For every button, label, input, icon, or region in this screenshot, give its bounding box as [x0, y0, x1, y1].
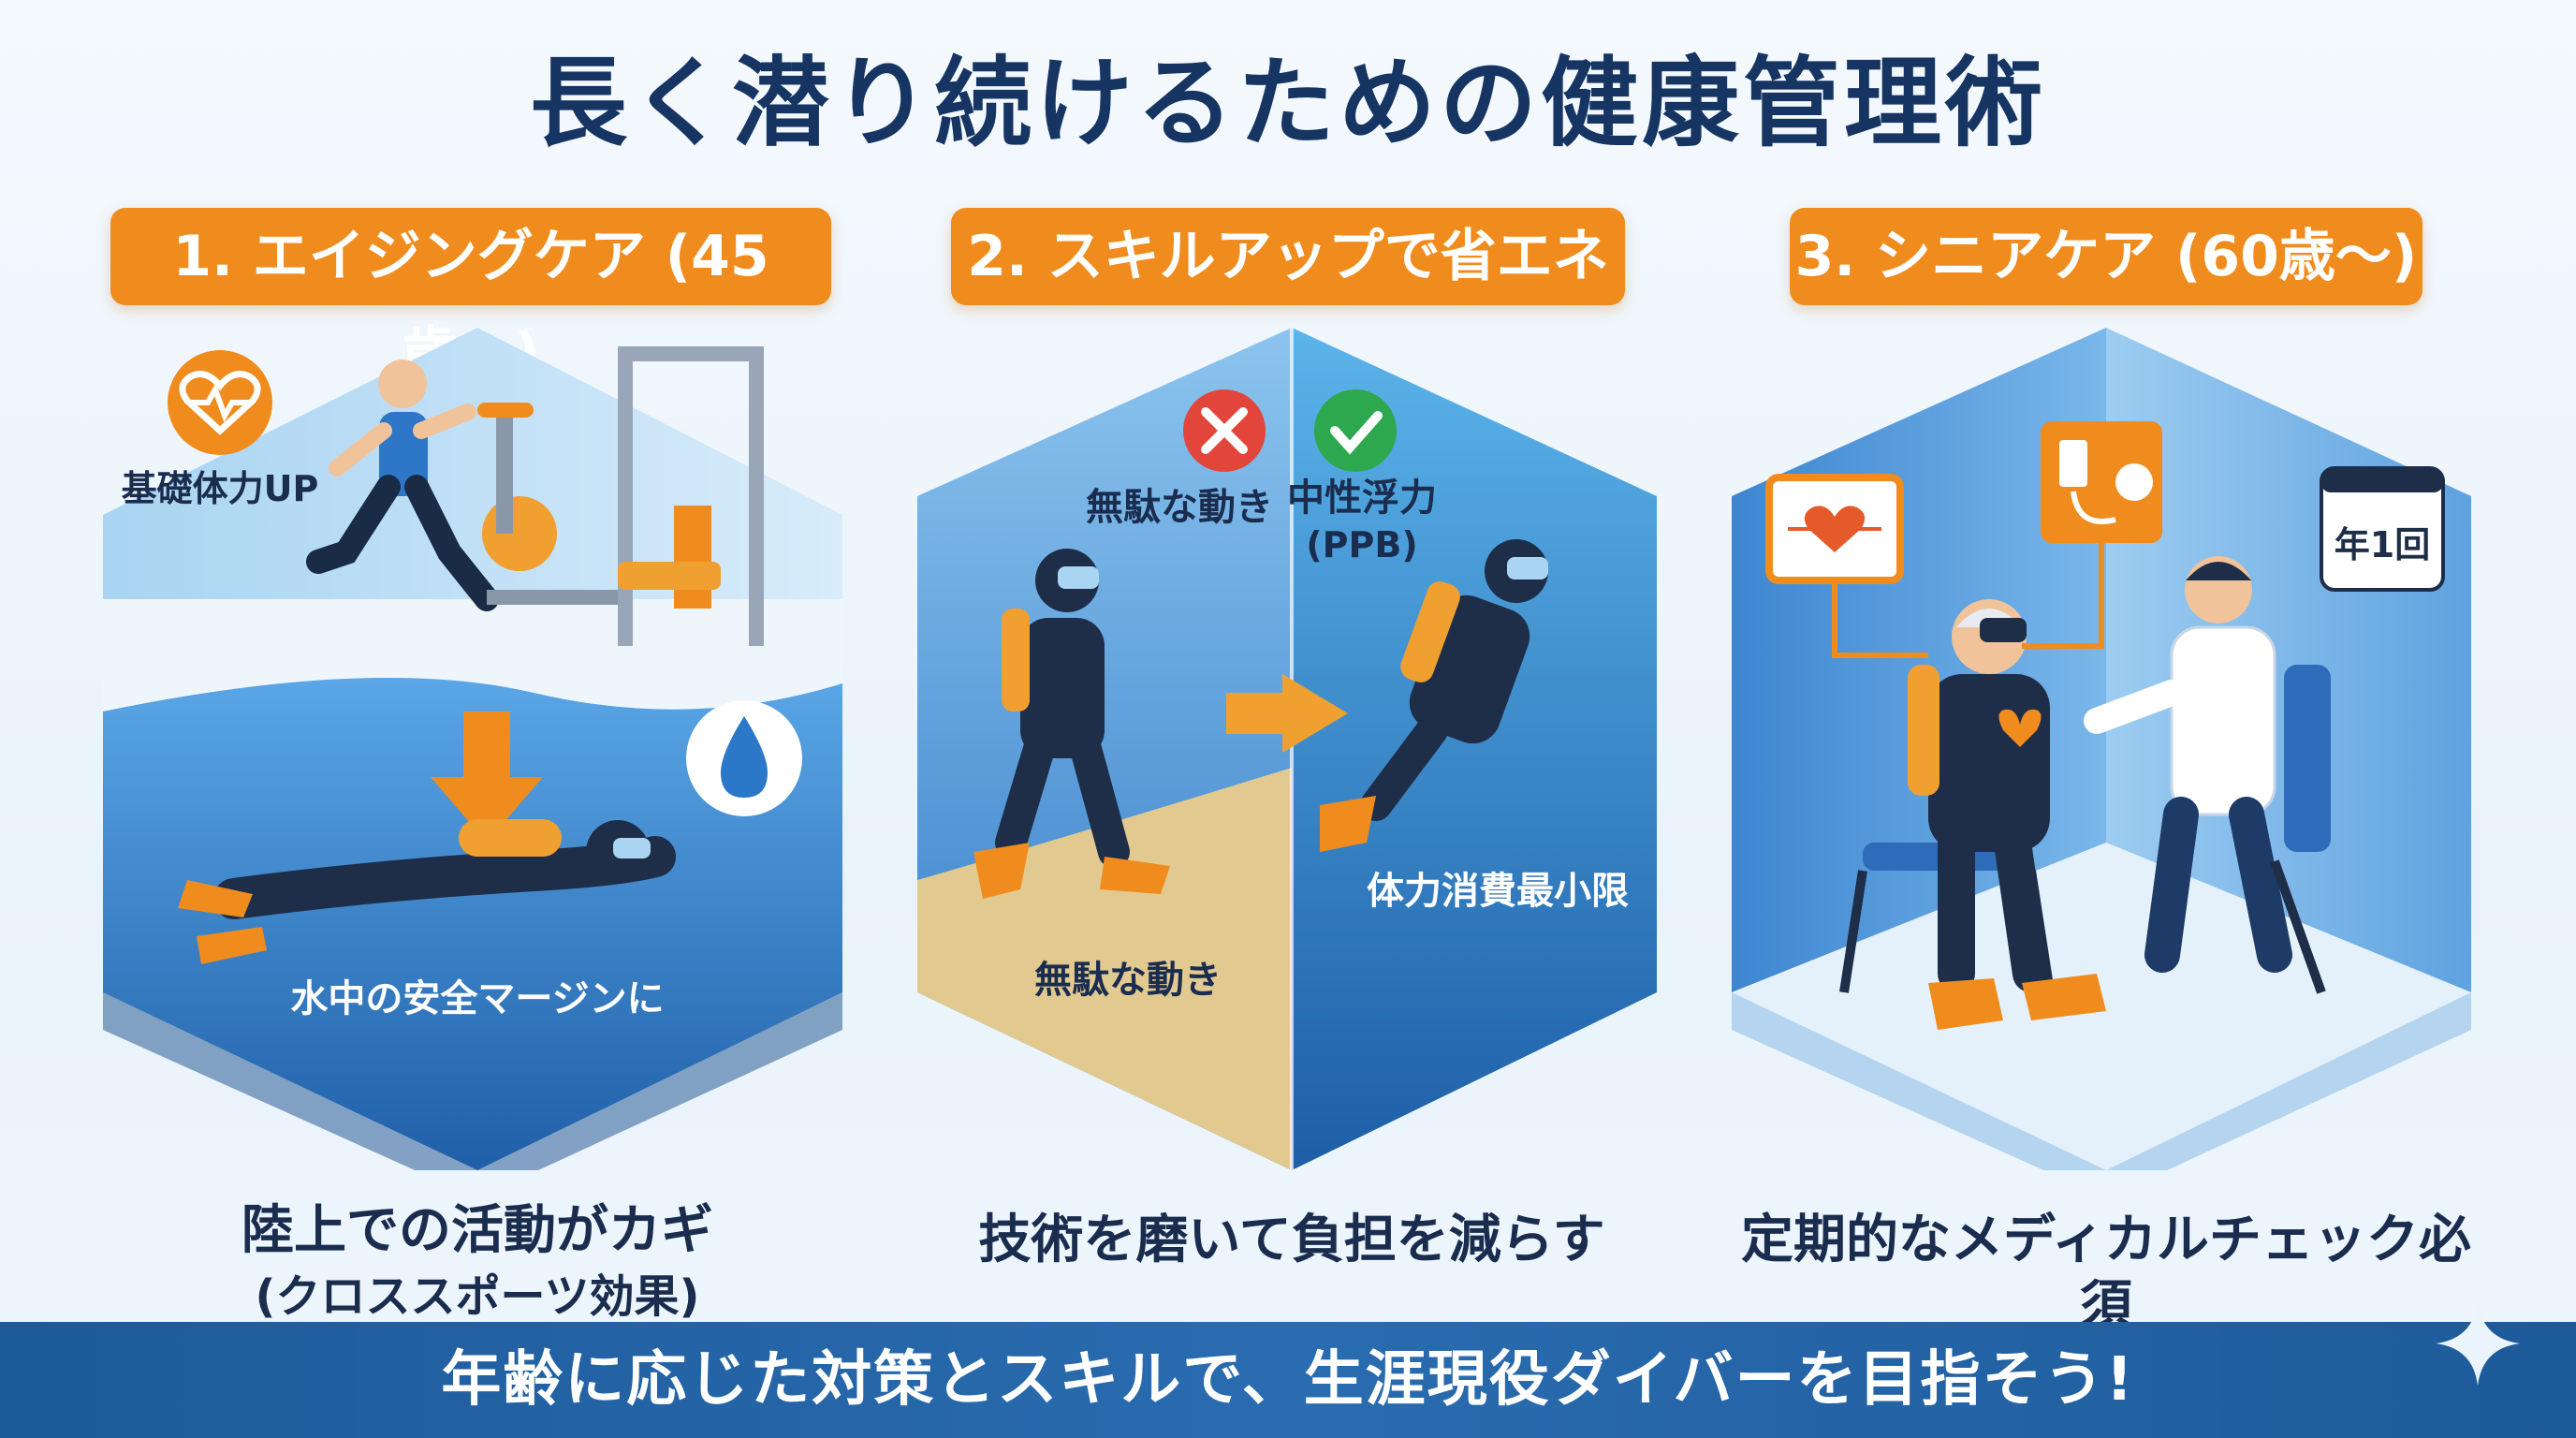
- label-wasteful-bottom: 無駄な動き: [1034, 959, 1222, 1002]
- label-min-energy: 体力消費最小限: [1367, 870, 1629, 913]
- label-once-a-year: 年1回: [2334, 524, 2430, 565]
- label-neutral-buoyancy: 中性浮力: [1287, 477, 1437, 520]
- caption-aging-sub: (クロススポーツ効果): [255, 1270, 700, 1323]
- weight-machine: [618, 346, 764, 646]
- diver-neutral: [1320, 539, 1548, 852]
- exercise-bike: [477, 403, 618, 605]
- label-ppb: (PPB): [1306, 524, 1417, 565]
- label-wasteful-top: 無駄な動き: [1086, 486, 1273, 529]
- runner: [306, 360, 499, 611]
- section-header-aging: 1. エイジングケア (45歳〜): [110, 208, 831, 387]
- diver-struggling: [973, 549, 1170, 899]
- caption-skill: 技術を磨いて負担を減らす: [978, 1210, 1605, 1270]
- section-header-skill: 2. スキルアップで省エネ: [951, 208, 1625, 305]
- blood-pressure-icon: [2041, 421, 2162, 543]
- caption-aging: 陸上での活動がカギ (クロススポーツ効果): [94, 1198, 861, 1329]
- panel-senior-illustration: 年1回: [1732, 328, 2471, 1170]
- caption-senior: 定期的なメディカルチェック必須: [1740, 1210, 2472, 1336]
- caption-aging-main: 陸上での活動がカギ: [242, 1200, 713, 1261]
- label-underwater-margin: 水中の安全マージンに: [290, 977, 664, 1020]
- doctor: [2084, 556, 2331, 994]
- section-header-senior: 3. シニアケア (60歳〜): [1790, 208, 2422, 305]
- water-drop-icon: [686, 700, 802, 816]
- footer-banner: 年齢に応じた対策とスキルで、生涯現役ダイバーを目指そう!: [0, 1322, 2576, 1438]
- senior-diver: [1908, 599, 2106, 1030]
- panel-skill-illustration: 無駄な動き 中性浮力 (PPB) 体力消費最小限 無駄な動き: [917, 328, 1657, 1170]
- diver: [178, 819, 676, 964]
- x-mark-icon: [1183, 389, 1266, 472]
- panel-aging-illustration: 基礎体力UP 水中の安全マージンに: [103, 328, 842, 1170]
- check-mark-icon: [1314, 389, 1397, 472]
- label-fitness-up: 基礎体力UP: [122, 468, 319, 509]
- heart-monitor-icon: [1765, 474, 1904, 584]
- calendar-icon: 年1回: [2320, 466, 2445, 592]
- connector-lines: [1832, 543, 2104, 658]
- right-arrow: [1226, 674, 1348, 753]
- down-arrow: [431, 712, 543, 843]
- sparkle-icon: [2436, 1301, 2520, 1386]
- page-title: 長く潜り続けるための健康管理術: [529, 46, 2046, 160]
- hexagon-room: [917, 328, 1657, 1170]
- heart-pulse-icon: [168, 350, 272, 455]
